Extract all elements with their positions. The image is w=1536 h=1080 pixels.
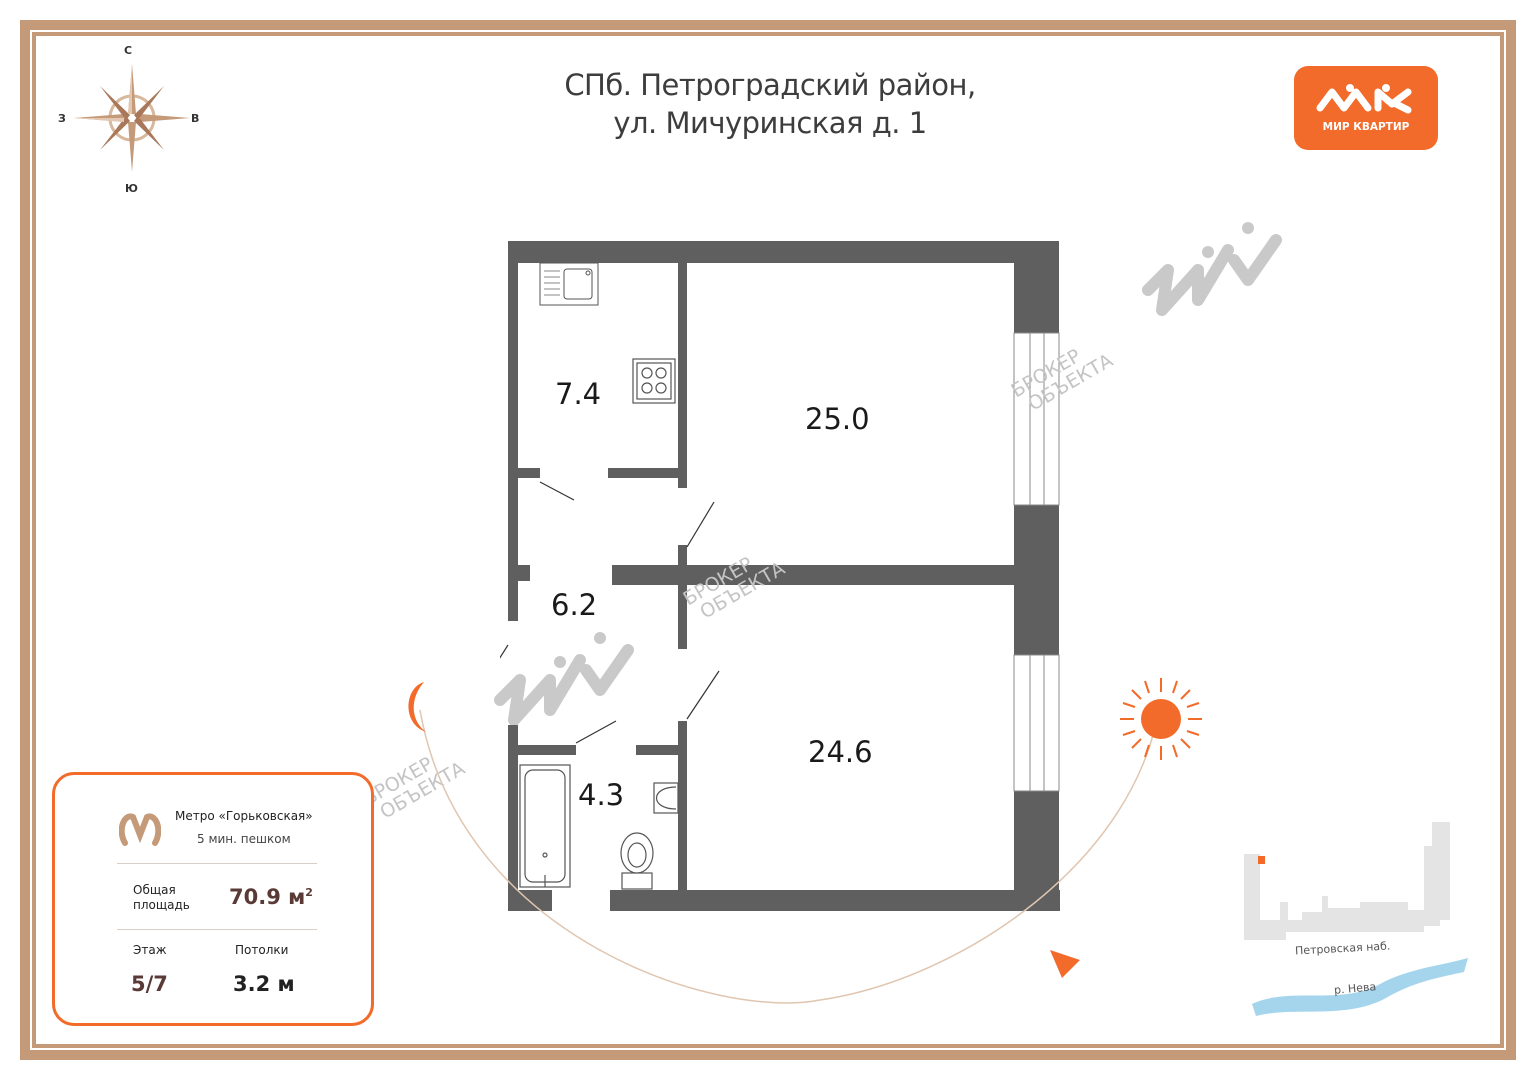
wall-kitchen-bottom-left (518, 468, 540, 478)
wall-bath-top-right (636, 745, 687, 755)
compass-north-label: С (124, 44, 133, 57)
wall-right-top (1014, 241, 1059, 333)
wall-kitchen-right (678, 263, 687, 488)
location-map (1244, 822, 1468, 1016)
title-line-1: СПб. Петроградский район, (564, 68, 976, 102)
info-divider (117, 929, 317, 930)
watermark-logo-icon (494, 632, 634, 726)
window-bottom (1013, 654, 1060, 792)
outer-frame (20, 20, 1516, 1060)
wall-right-bottom (1014, 791, 1059, 911)
wall-bottom (610, 890, 1060, 911)
room-area-bottom: 24.6 (808, 735, 873, 769)
door-kitchen (539, 481, 575, 501)
wall-bath-top-left (518, 745, 576, 755)
toilet-icon (620, 832, 654, 890)
metro-station: Метро «Горьковская» (175, 809, 313, 823)
sun-path-arrow-icon (1050, 950, 1080, 978)
door-bathroom (575, 720, 617, 744)
logo-text: МИР КВАРТИР (1322, 121, 1410, 133)
title-line-2: ул. Мичуринская д. 1 (613, 106, 927, 140)
sun-icon (1120, 678, 1202, 760)
sun-path-arc (419, 699, 1161, 1004)
room-area-hall: 6.2 (551, 588, 598, 622)
wall-hall-left-stub (518, 565, 530, 581)
wall-left-lower (508, 725, 518, 911)
window-top (1013, 332, 1060, 506)
ceiling-value: 3.2 м (233, 972, 295, 996)
stove-icon (632, 358, 676, 404)
inner-frame (32, 32, 1504, 1048)
metro-walk-time: 5 мин. пешком (197, 832, 291, 846)
company-logo: МИР КВАРТИР (1294, 66, 1438, 150)
wall-right-mid (1014, 505, 1059, 655)
ceiling-label: Потолки (235, 943, 289, 957)
compass-east-label: В (191, 112, 200, 125)
area-label-line-1: Общая (133, 883, 176, 897)
compass-rose-icon (74, 64, 190, 172)
door-room-top (686, 501, 715, 548)
door-entrance (500, 644, 509, 659)
moon-icon (408, 682, 426, 732)
door-room-bottom (686, 670, 720, 720)
info-divider (117, 863, 317, 864)
metro-logo-icon (119, 813, 161, 846)
wall-bath-right (678, 721, 687, 891)
wall-top (508, 241, 1059, 263)
logo-mark-icon (1316, 84, 1412, 114)
wall-bottom-left (508, 890, 552, 911)
floor-plan (500, 241, 1060, 911)
wall-col-a (678, 545, 687, 585)
bathtub-icon (519, 764, 571, 888)
room-area-bathroom: 4.3 (578, 778, 625, 812)
kitchen-sink-icon (539, 262, 599, 306)
compass-west-label: З (58, 112, 66, 125)
wall-col-b (678, 585, 687, 649)
area-value: 70.9 м2 (229, 885, 313, 909)
wall-hall-mid (612, 565, 1014, 585)
room-area-top: 25.0 (805, 402, 870, 436)
floor-label: Этаж (133, 943, 167, 957)
page-title: СПб. Петроградский район, ул. Мичуринска… (470, 66, 1070, 142)
washbasin-icon (653, 782, 679, 814)
watermark-logo-icon (1142, 222, 1282, 316)
compass-south-label: Ю (125, 182, 138, 195)
room-area-kitchen: 7.4 (555, 377, 602, 411)
area-label-line-2: площадь (133, 898, 190, 912)
apartment-info-card: Метро «Горьковская» 5 мин. пешком Общая … (52, 772, 374, 1026)
building-marker (1258, 856, 1265, 864)
wall-left-upper (508, 241, 518, 621)
floor-value: 5/7 (131, 972, 168, 996)
wall-kitchen-bottom-right (608, 468, 687, 478)
